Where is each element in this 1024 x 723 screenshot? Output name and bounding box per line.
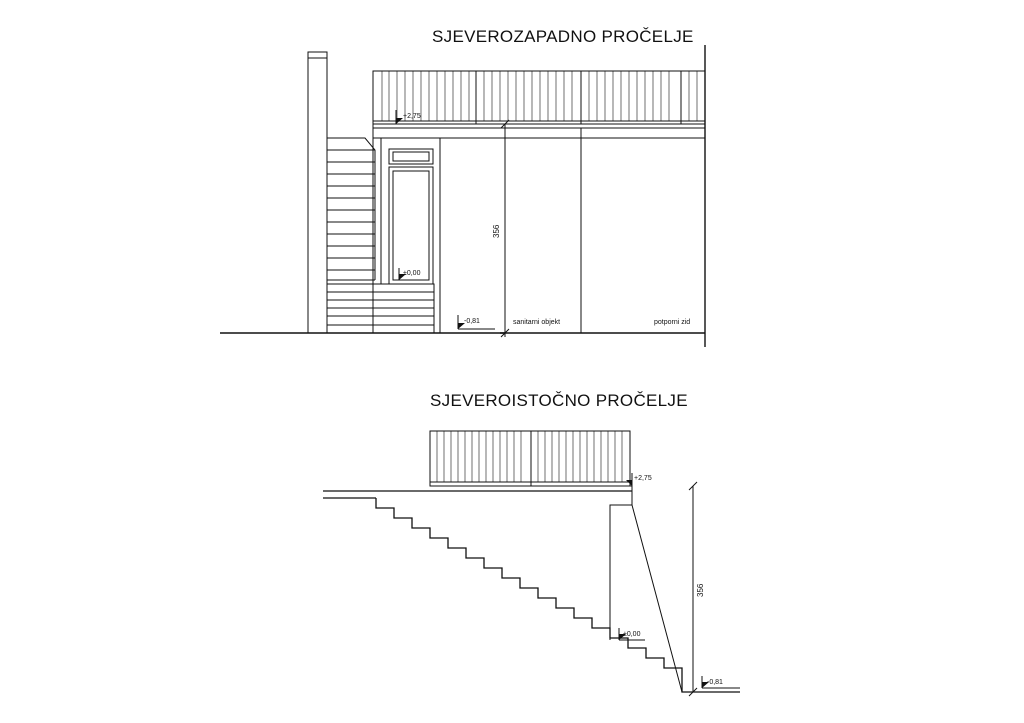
drawing-2-level-top: +2,75 bbox=[634, 475, 652, 482]
level-marker-zero-2 bbox=[618, 628, 645, 641]
chimney bbox=[307, 51, 328, 334]
northwest-elevation bbox=[220, 45, 706, 347]
drawing-2-height-dim: 356 bbox=[696, 583, 705, 597]
retaining-wall bbox=[609, 504, 683, 693]
height-dimension bbox=[500, 119, 510, 338]
drawing-1-level-zero: ±0,00 bbox=[403, 270, 421, 277]
drawing-1-height-dim: 356 bbox=[492, 224, 501, 238]
drawing-1-level-top: +2,75 bbox=[403, 113, 421, 120]
height-dimension-2 bbox=[688, 481, 698, 697]
level-marker-zero bbox=[398, 268, 425, 281]
stair-profile bbox=[375, 498, 740, 693]
level-marker-top-2 bbox=[626, 473, 633, 486]
terrace-railing-2 bbox=[429, 430, 631, 487]
drawing-2-level-zero: ±0,00 bbox=[623, 631, 641, 638]
drawing-1-title: SJEVEROZAPADNO PROČELJE bbox=[432, 27, 694, 46]
drawing-2-title: SJEVEROISTOČNO PROČELJE bbox=[430, 391, 688, 410]
level-marker-top bbox=[395, 110, 420, 125]
drawing-1-level-bottom: -0,81 bbox=[464, 318, 480, 325]
level-marker-bottom bbox=[457, 315, 495, 330]
sanitary-building bbox=[372, 127, 706, 334]
terrace-railing bbox=[372, 70, 706, 125]
drawing-1-label-sanitary: sanitarni objekt bbox=[513, 319, 560, 326]
staircase bbox=[326, 137, 435, 334]
drawing-2-level-bottom: -0,81 bbox=[707, 679, 723, 686]
level-marker-bottom-2 bbox=[701, 676, 740, 689]
door bbox=[388, 148, 434, 285]
northeast-elevation bbox=[323, 430, 740, 697]
drawing-1-label-wall: potporni zid bbox=[654, 319, 690, 326]
